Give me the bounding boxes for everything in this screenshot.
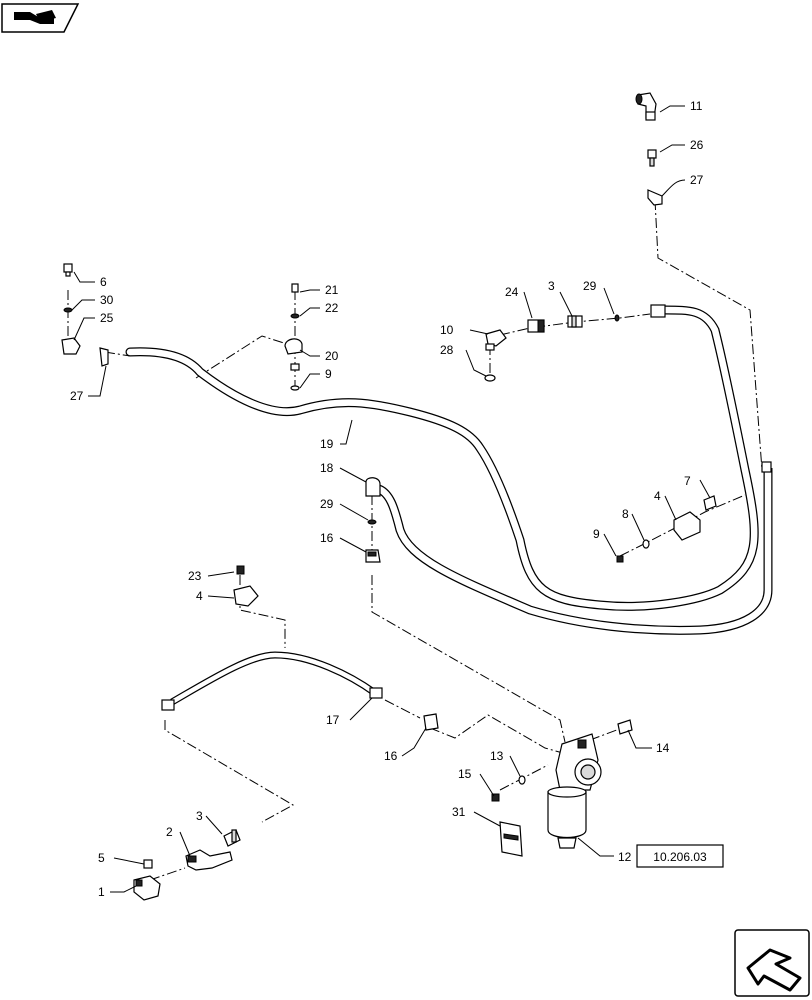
fuel-hose-18 (373, 468, 773, 635)
part-8-washer (642, 539, 650, 549)
label-27-top: 27 (690, 173, 704, 187)
label-9-top: 9 (325, 367, 332, 381)
label-6: 6 (100, 275, 107, 289)
label-3-bottom: 3 (196, 809, 203, 823)
part-29-o-ring-mid (367, 519, 377, 525)
part-3-adapter-top (567, 315, 583, 328)
label-2: 2 (166, 825, 173, 839)
part-24-connector (527, 319, 545, 333)
bottom-nav-arrow-icon[interactable] (734, 929, 810, 997)
part-23-screw (236, 565, 245, 575)
label-4-left: 4 (196, 589, 203, 603)
label-9-right: 9 (593, 527, 600, 541)
label-27-left: 27 (70, 389, 84, 403)
part-12-fuel-filter (547, 733, 602, 849)
part-9-nut (290, 363, 300, 391)
part-22-washer (290, 313, 300, 319)
label-10: 10 (440, 323, 454, 337)
label-3-top: 3 (548, 279, 555, 293)
label-26: 26 (690, 138, 704, 152)
hose-17-end-left (161, 699, 175, 711)
part-20-clamp (284, 338, 303, 355)
part-26-adapter (647, 149, 657, 167)
hose-end-cap (761, 461, 772, 473)
reference-link-box[interactable]: 10.206.03 (636, 844, 724, 868)
hose-17-end-right (369, 687, 383, 699)
label-20: 20 (325, 349, 339, 363)
label-12: 12 (618, 850, 632, 864)
part-30-washer (63, 307, 73, 313)
part-4-clamp-right (673, 511, 701, 541)
part-10-elbow (485, 329, 507, 351)
label-21: 21 (325, 283, 339, 297)
part-14-bolt (617, 719, 633, 735)
part-3-adapter-bottom (223, 829, 241, 847)
fuel-hose-19 (125, 305, 759, 611)
label-11: 11 (690, 99, 703, 113)
label-25: 25 (100, 311, 114, 325)
part-27-fitting (647, 189, 663, 206)
part-4-clamp-left (233, 585, 259, 607)
part-1-tee (133, 875, 161, 901)
label-14: 14 (656, 741, 670, 755)
label-16-mid: 16 (320, 531, 334, 545)
part-27-left-fitting (99, 347, 109, 367)
label-29-mid: 29 (320, 497, 334, 511)
fuel-hose-17 (170, 651, 378, 706)
hose-19-end-nut (650, 304, 666, 318)
label-18: 18 (320, 461, 334, 475)
part-2-elbow (185, 849, 233, 871)
part-25-banjo (61, 337, 81, 355)
label-1: 1 (98, 885, 105, 899)
top-nav-arrow-icon[interactable] (1, 3, 80, 33)
part-16-fitting-low (423, 713, 439, 731)
part-31-decal (499, 821, 523, 857)
label-19: 19 (320, 437, 334, 451)
label-16-low: 16 (384, 749, 398, 763)
label-28: 28 (440, 343, 454, 357)
leader-lines (71, 105, 711, 893)
label-7: 7 (684, 474, 691, 488)
part-21-bolt (291, 283, 299, 293)
part-15-nut (491, 793, 500, 802)
label-30: 30 (100, 293, 114, 307)
label-17: 17 (326, 713, 340, 727)
label-31: 31 (452, 805, 466, 819)
label-8: 8 (622, 507, 629, 521)
label-13: 13 (490, 749, 504, 763)
part-7-bolt (703, 495, 717, 511)
label-4-right: 4 (654, 489, 661, 503)
part-16-fitting-mid (365, 549, 381, 563)
part-28-o-ring (484, 374, 496, 382)
label-22: 22 (325, 301, 339, 315)
part-18-fitting (365, 477, 381, 497)
part-9-nut-right (616, 555, 624, 563)
part-labels: 11 26 27 6 30 25 27 21 22 20 9 10 28 24 … (70, 99, 704, 899)
center-lines (67, 199, 763, 881)
label-5: 5 (98, 851, 105, 865)
part-6-fitting (63, 263, 73, 277)
part-5-plug (143, 859, 153, 869)
part-29-o-ring-top (614, 314, 620, 322)
label-23: 23 (188, 569, 202, 583)
label-29-top: 29 (583, 279, 597, 293)
label-24: 24 (505, 285, 519, 299)
part-11-elbow-fitting (635, 92, 657, 121)
label-15: 15 (458, 767, 472, 781)
reference-link-text: 10.206.03 (653, 850, 707, 864)
part-13-washer (518, 775, 526, 785)
